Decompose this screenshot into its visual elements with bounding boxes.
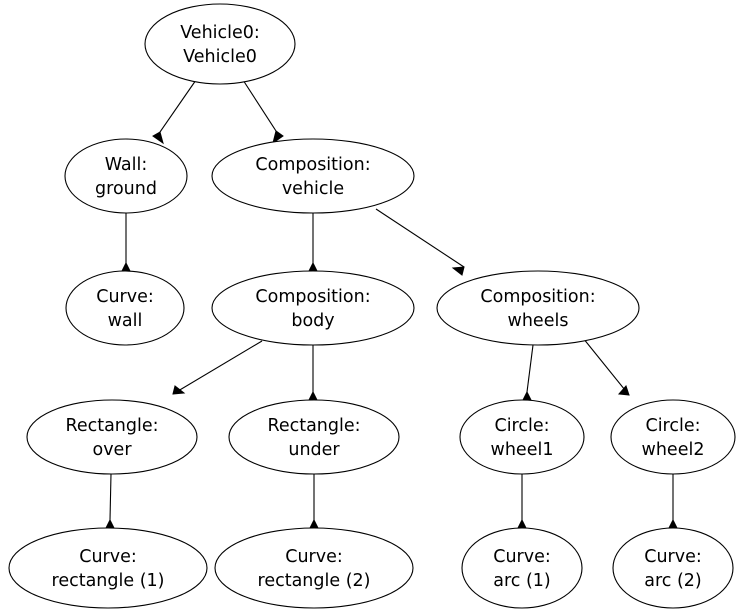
- node-label-line1: Composition:: [255, 155, 370, 175]
- node-ellipse-shape[interactable]: [211, 270, 415, 346]
- graph-edge: [172, 340, 263, 395]
- node-label-line1: Rectangle:: [65, 416, 158, 436]
- graph-edge: [517, 474, 527, 529]
- node-ellipse-shape[interactable]: [228, 399, 400, 475]
- graph-node-curve_wall[interactable]: Curve: wall: [65, 270, 185, 346]
- graph-edge: [152, 79, 197, 145]
- edges-layer: [105, 79, 678, 529]
- graph-node-circle_wheel1[interactable]: Circle: wheel1: [459, 399, 585, 475]
- node-label-line1: Wall:: [105, 155, 148, 175]
- node-label-line1: Composition:: [255, 287, 370, 307]
- graph-node-curve_arc_1[interactable]: Curve: arc (1): [461, 527, 583, 609]
- arrowhead-icon: [172, 385, 186, 395]
- arrowhead-icon: [668, 518, 678, 529]
- arrowhead-icon: [517, 518, 527, 529]
- node-label-line1: Curve:: [96, 287, 154, 307]
- nodes-layer: Vehicle0:Vehicle0Wall:groundComposition:…: [8, 3, 736, 609]
- node-ellipse-shape[interactable]: [65, 270, 185, 346]
- node-label-line1: Circle:: [494, 416, 549, 436]
- arrowhead-icon: [309, 518, 319, 529]
- graph-edge: [121, 213, 131, 272]
- node-label-line1: Curve:: [644, 547, 702, 567]
- node-ellipse-shape[interactable]: [144, 3, 296, 85]
- arrowhead-icon: [617, 385, 630, 396]
- graph-edge: [668, 474, 678, 529]
- node-label-line2: arc (1): [493, 571, 551, 591]
- node-ellipse-shape[interactable]: [459, 399, 585, 475]
- graph-edge: [242, 79, 284, 145]
- node-label-line2: wheel2: [642, 440, 705, 460]
- node-label-line1: Curve:: [285, 547, 343, 567]
- node-ellipse-shape[interactable]: [610, 399, 736, 475]
- node-label-line2: rectangle (2): [258, 571, 371, 591]
- graph-edge: [522, 344, 534, 401]
- arrowhead-icon: [522, 390, 532, 401]
- node-label-line1: Curve:: [493, 547, 551, 567]
- arrowhead-icon: [308, 390, 318, 401]
- node-label-line1: Vehicle0:: [180, 23, 260, 43]
- graph-edge: [308, 213, 318, 272]
- graph-edge: [375, 208, 465, 276]
- graph-edge: [582, 337, 630, 396]
- node-label-line2: ground: [95, 179, 157, 199]
- node-label-line2: under: [288, 440, 340, 460]
- edge-line: [172, 340, 263, 395]
- graph-node-curve_rectangle_2[interactable]: Curve: rectangle (2): [214, 527, 414, 609]
- edge-line: [159, 79, 197, 133]
- edge-line: [582, 337, 630, 396]
- node-label-line2: arc (2): [644, 571, 702, 591]
- node-ellipse-shape[interactable]: [211, 138, 415, 214]
- graph-node-rectangle_under[interactable]: Rectangle: under: [228, 399, 400, 475]
- graph-edge: [309, 474, 319, 529]
- arrowhead-icon: [121, 261, 131, 272]
- node-label-line2: wheels: [508, 311, 569, 331]
- graph-node-composition_vehicle[interactable]: Composition: vehicle: [211, 138, 415, 214]
- node-label-line2: rectangle (1): [52, 571, 165, 591]
- node-ellipse-shape[interactable]: [612, 527, 734, 609]
- node-label-line1: Circle:: [645, 416, 700, 436]
- graph-node-circle_wheel2[interactable]: Circle: wheel2: [610, 399, 736, 475]
- node-ellipse-shape[interactable]: [8, 527, 208, 609]
- node-label-line2: wall: [108, 311, 143, 331]
- node-ellipse-shape[interactable]: [214, 527, 414, 609]
- graph-node-wall_ground[interactable]: Wall: ground: [64, 138, 188, 214]
- node-label-line1: Curve:: [79, 547, 137, 567]
- graph-node-curve_arc_2[interactable]: Curve: arc (2): [612, 527, 734, 609]
- graph-node-curve_rectangle_1[interactable]: Curve: rectangle (1): [8, 527, 208, 609]
- node-ellipse-shape[interactable]: [461, 527, 583, 609]
- node-label-line2: wheel1: [491, 440, 554, 460]
- node-label-line2: vehicle: [282, 179, 344, 199]
- arrowhead-icon: [272, 130, 284, 145]
- graph-edge: [308, 345, 318, 401]
- node-label-line1: Rectangle:: [267, 416, 360, 436]
- node-label-line2: Vehicle0: [183, 47, 257, 67]
- graph-node-rectangle_over[interactable]: Rectangle: over: [26, 399, 198, 475]
- node-ellipse-shape[interactable]: [64, 138, 188, 214]
- arrowhead-icon: [152, 131, 164, 145]
- graph-edge: [105, 473, 115, 529]
- edge-line: [526, 344, 534, 393]
- node-ellipse-shape[interactable]: [436, 270, 640, 346]
- graph-node-composition_wheels[interactable]: Composition: wheels: [436, 270, 640, 346]
- node-label-line2: over: [92, 440, 132, 460]
- arrowhead-icon: [308, 261, 318, 272]
- edge-line: [375, 208, 465, 268]
- edge-line: [242, 79, 277, 132]
- arrowhead-icon: [105, 518, 115, 529]
- node-label-line1: Composition:: [480, 287, 595, 307]
- edge-line: [109, 473, 112, 521]
- graph-node-vehicle0[interactable]: Vehicle0: Vehicle0: [144, 3, 296, 85]
- arrowhead-icon: [451, 266, 465, 276]
- node-ellipse-shape[interactable]: [26, 399, 198, 475]
- node-label-line2: body: [291, 311, 334, 331]
- graph-node-composition_body[interactable]: Composition: body: [211, 270, 415, 346]
